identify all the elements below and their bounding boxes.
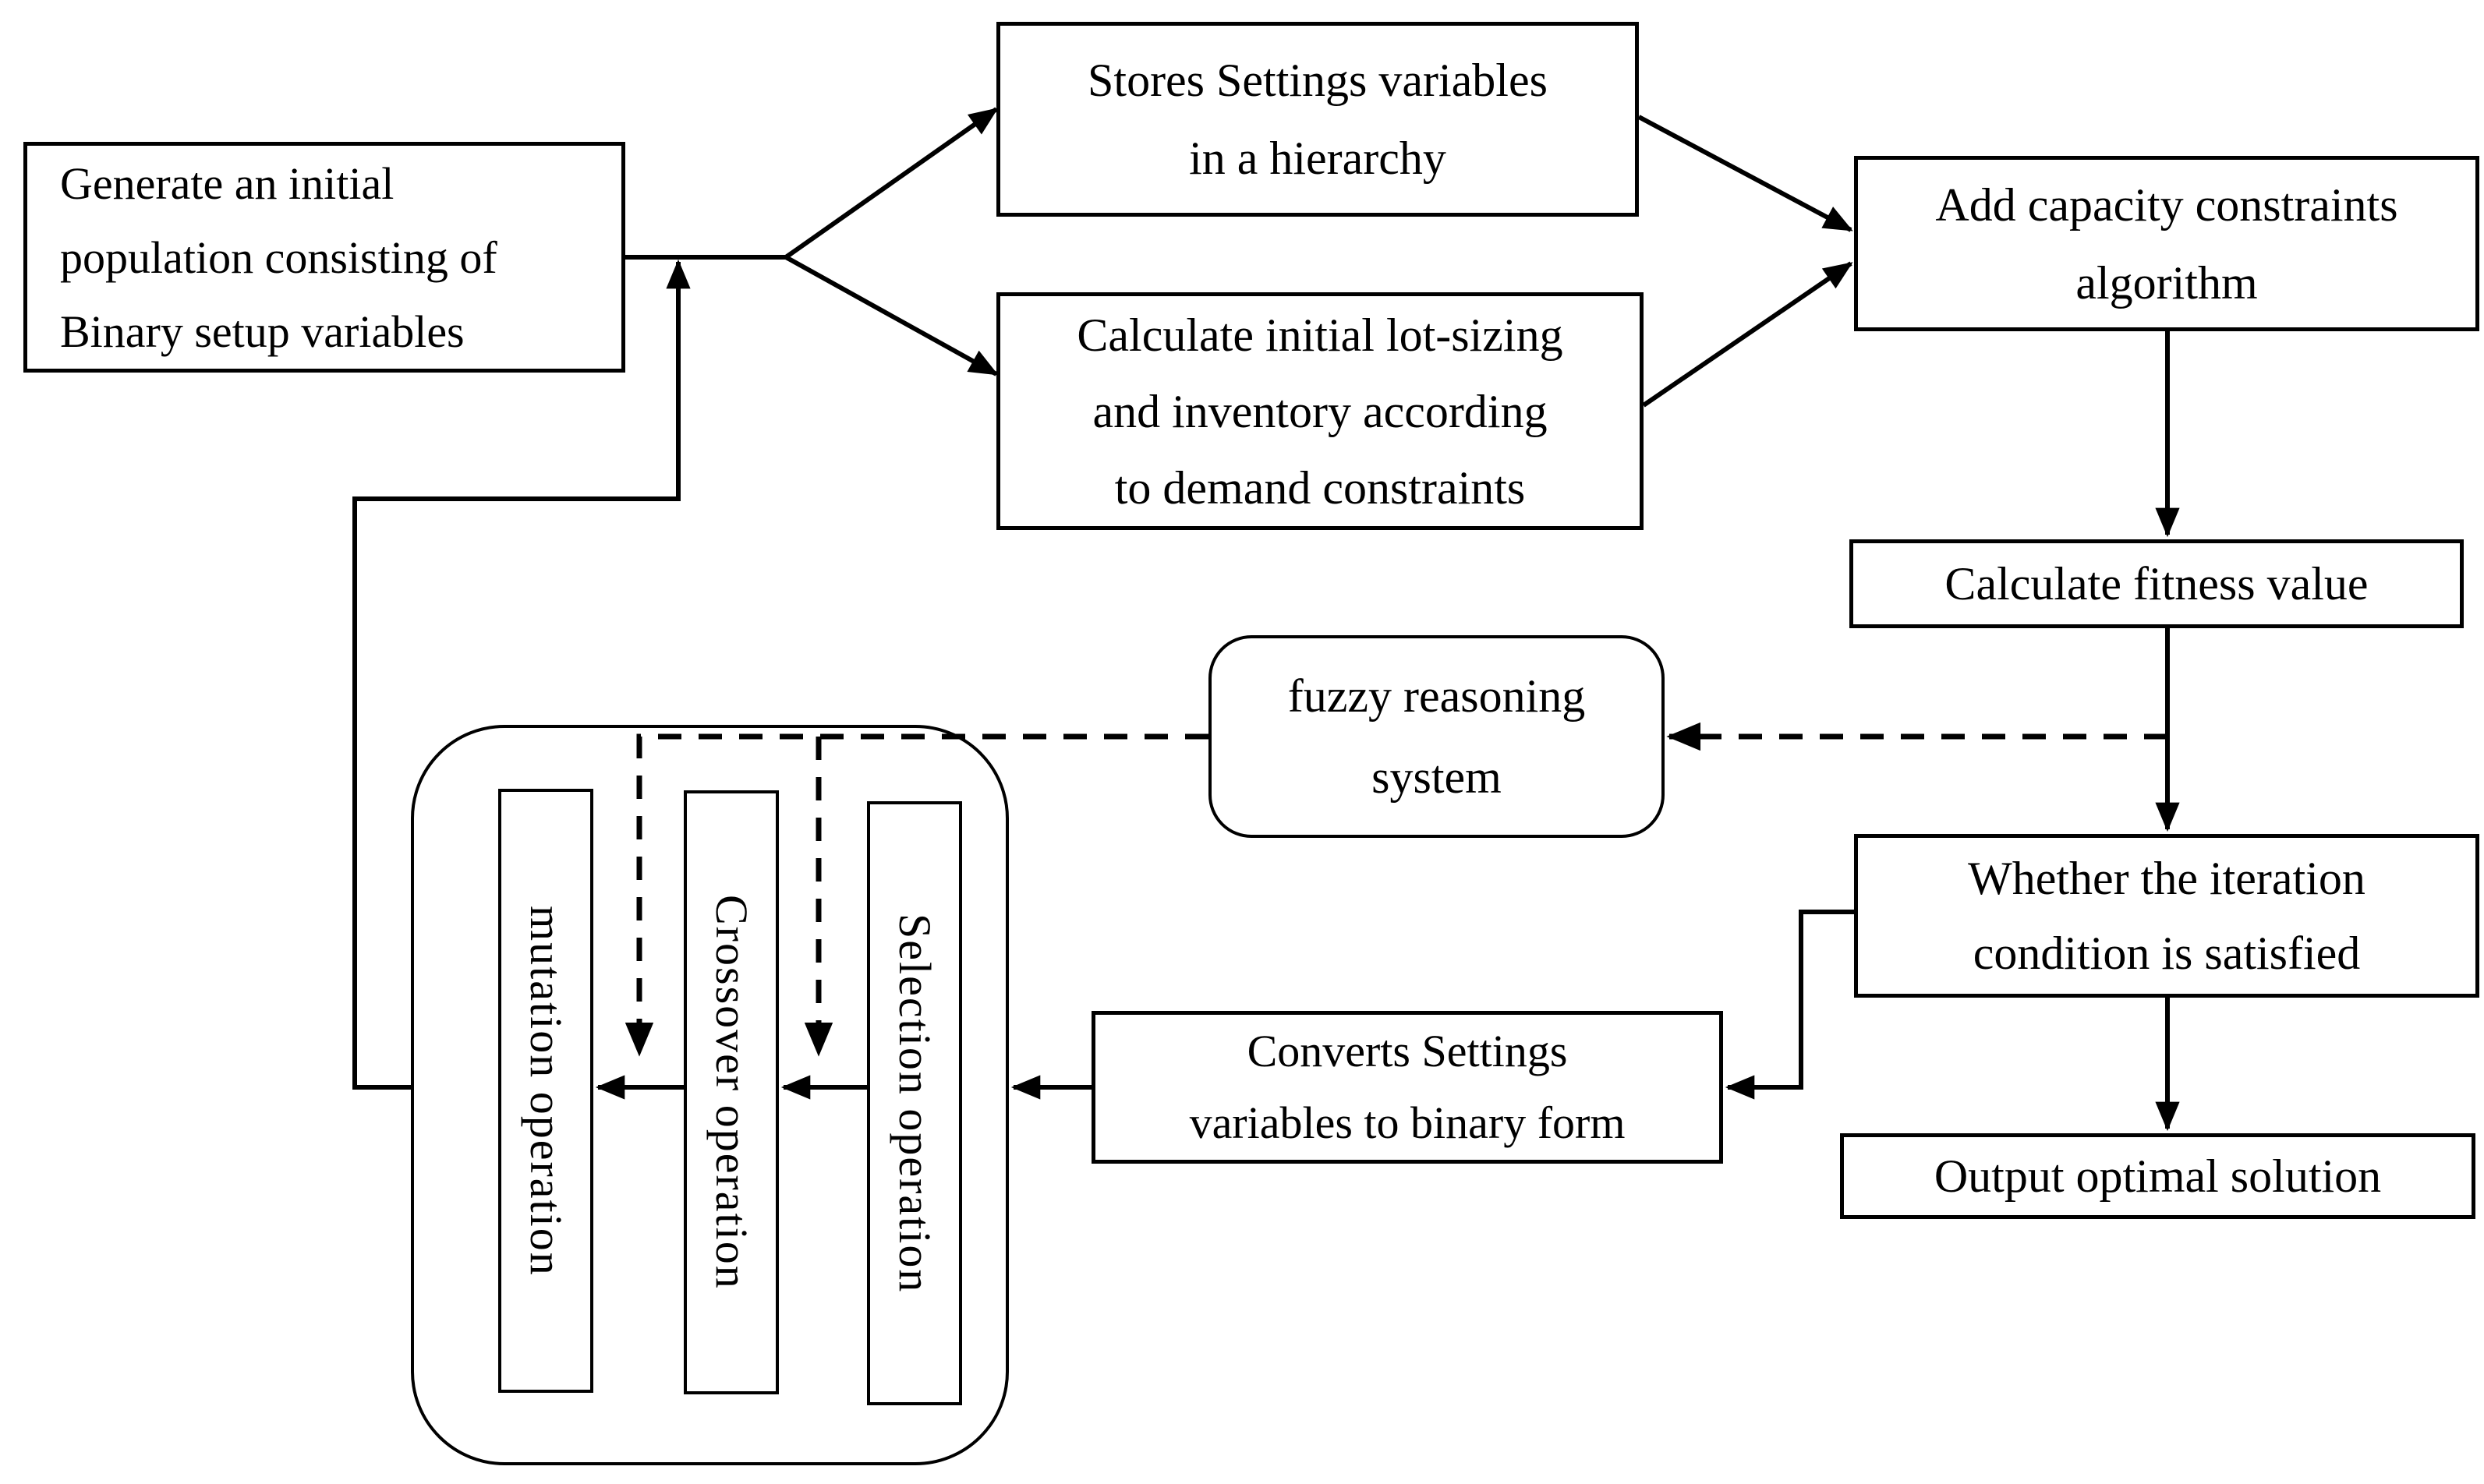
arrow-stores-to-add-capacity (1637, 115, 1853, 232)
node-fuzzy-reasoning-system: fuzzy reasoning system (1208, 635, 1665, 838)
node-stores-settings-variables: Stores Settings variables in a hierarchy (996, 22, 1639, 217)
node-line: Output optimal solution (1934, 1150, 2382, 1202)
node-crossover-operation: Crossover operation (684, 790, 779, 1394)
arrow-whether-to-converts-elbow (1725, 910, 1854, 1100)
arrow-branch-to-calc-lot (784, 255, 999, 376)
node-line: Crossover operation (706, 895, 757, 1290)
node-output-optimal-solution: Output optimal solution (1840, 1133, 2475, 1219)
node-line: Converts Settings (1247, 1026, 1568, 1076)
node-line: Generate an initial (60, 157, 395, 209)
node-calculate-initial-lot-sizing: Calculate initial lot-sizing and invento… (996, 292, 1644, 530)
node-mutation-operation: mutation operation (498, 789, 593, 1393)
node-line: Binary setup variables (60, 306, 465, 357)
node-line: Calculate initial lot-sizing (1077, 309, 1563, 361)
node-line: to demand constraints (1114, 461, 1526, 514)
arrow-branch-to-stores (784, 107, 999, 260)
node-line: Add capacity constraints (1935, 178, 2398, 231)
node-generate-initial-population: Generate an initial population consistin… (23, 142, 625, 373)
node-iteration-condition-check: Whether the iteration condition is satis… (1854, 834, 2479, 998)
node-line: fuzzy reasoning (1287, 670, 1586, 722)
node-add-capacity-constraints: Add capacity constraints algorithm (1854, 156, 2479, 331)
node-line: mutation operation (521, 905, 571, 1277)
arrow-calc-lot-to-add-capacity (1642, 261, 1853, 408)
node-selection-operation: Selection operation (867, 801, 962, 1405)
node-line: Whether the iteration (1968, 853, 2365, 904)
node-line: Calculate fitness value (1944, 558, 2369, 610)
node-line: algorithm (2075, 256, 2258, 309)
node-line: condition is satisfied (1973, 928, 2361, 979)
node-line: in a hierarchy (1189, 132, 1446, 184)
node-line: system (1371, 751, 1502, 803)
node-line: population consisting of (60, 231, 497, 283)
node-calculate-fitness-value: Calculate fitness value (1849, 539, 2464, 628)
node-converts-settings-to-binary: Converts Settings variables to binary fo… (1092, 1011, 1723, 1164)
node-line: Stores Settings variables (1088, 55, 1548, 106)
node-line: variables to binary form (1189, 1097, 1626, 1148)
node-line: Selection operation (890, 913, 940, 1294)
node-line: and inventory according (1092, 385, 1548, 437)
